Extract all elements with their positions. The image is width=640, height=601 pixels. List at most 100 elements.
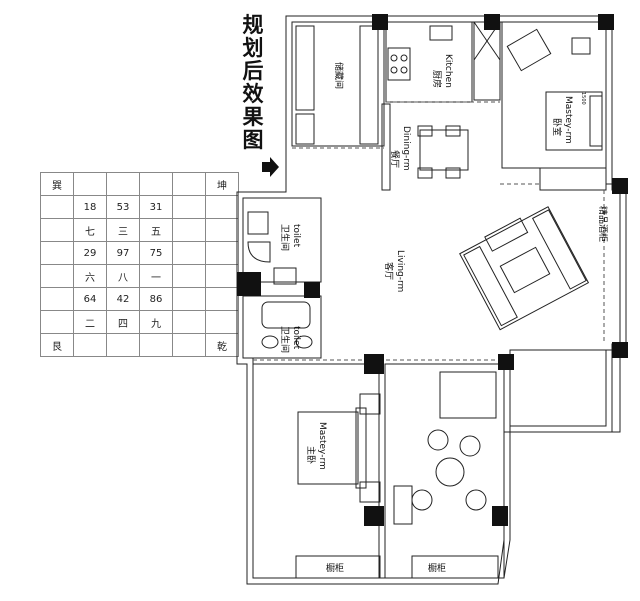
label-dining-en: Dining-rm (401, 126, 411, 171)
study-chair (465, 489, 487, 511)
label-toilet2-en: toilet (291, 326, 301, 350)
dining-partition (381, 103, 391, 191)
grid-cell: 86 (139, 287, 173, 311)
grid-cell (73, 333, 107, 357)
title-char: 效 (242, 82, 264, 106)
label-wine-cabinet: 精品酒柜 (597, 206, 609, 242)
grid-cell: 艮 (40, 333, 74, 357)
fridge-cabinet (473, 21, 501, 101)
title-char: 后 (242, 59, 264, 83)
nightstand (359, 481, 381, 503)
sofa-right (531, 209, 587, 290)
grid-cell: 64 (73, 287, 107, 311)
toilet-upper (242, 197, 322, 283)
study-chair (411, 489, 433, 511)
burner (400, 66, 408, 74)
grid-cell (106, 172, 140, 196)
kitchen-room (385, 21, 473, 103)
piano (393, 485, 413, 525)
grid-row: 二四九 (40, 310, 239, 334)
column (484, 14, 500, 30)
column (612, 342, 628, 358)
bathtub (261, 301, 311, 329)
grid-row: 艮乾 (40, 333, 239, 357)
living-rug (459, 206, 590, 331)
wardrobe-left (295, 555, 381, 579)
storage-shelf-right (359, 25, 379, 145)
toilet-lower (242, 295, 322, 359)
plan-title: 规划后效果图 (240, 14, 266, 152)
entrance-arrow-icon (262, 157, 279, 177)
sofa-left (463, 245, 518, 327)
label-master-cn: 主卧 (305, 446, 317, 464)
washbasin (247, 211, 269, 235)
grid-cell: 四 (106, 310, 140, 334)
study-chair (459, 435, 481, 457)
dining-chair (445, 125, 461, 137)
column (498, 354, 514, 370)
storage-shelf-left (295, 25, 315, 111)
column (598, 14, 614, 30)
burner (390, 66, 398, 74)
grid-cell: 七 (73, 218, 107, 242)
burner (390, 54, 398, 62)
coffee-table (499, 246, 551, 294)
grid-row: 七三五 (40, 218, 239, 242)
label-bedroom-ne-en: Mastey-rm (563, 96, 573, 144)
grid-cell (40, 195, 74, 219)
side-chair (571, 37, 591, 55)
label-kitchen-en: Kitchen (443, 54, 453, 88)
column (364, 354, 384, 374)
label-toilet2-cn: 卫生间 (279, 326, 291, 353)
grid-cell: 坤 (205, 172, 239, 196)
wine-cabinet (539, 167, 607, 191)
grid-cell (139, 333, 173, 357)
dining-chair (417, 167, 433, 179)
wardrobe-right (411, 555, 499, 579)
label-living-cn: 客厅 (383, 262, 395, 280)
sink-counter (273, 267, 297, 285)
grid-cell (40, 310, 74, 334)
column (304, 282, 320, 298)
dining-chair (445, 167, 461, 179)
study-room (384, 363, 505, 579)
label-master-en: Mastey-rm (317, 422, 327, 470)
grid-cell: 二 (73, 310, 107, 334)
label-kitchen-cn: 厨房 (431, 70, 443, 88)
label-bedroom-ne-cn: 卧室 (551, 118, 563, 136)
study-desk (439, 371, 497, 419)
balcony (509, 349, 621, 433)
label-dining-cn: 餐厅 (389, 150, 401, 168)
stove (387, 47, 411, 81)
title-char: 图 (242, 128, 264, 152)
dining-table (419, 129, 469, 171)
columns (237, 14, 628, 526)
grid-cell: 五 (139, 218, 173, 242)
label-living-en: Living-rm (395, 250, 405, 292)
grid-cell (172, 172, 206, 196)
grid-cell (172, 195, 206, 219)
title-char: 规 (242, 13, 264, 37)
dining-chair (417, 125, 433, 137)
grid-cell: 18 (73, 195, 107, 219)
title-char: 划 (242, 36, 264, 60)
lounge-chair (506, 28, 552, 72)
grid-cell (139, 172, 173, 196)
shower-corner (247, 241, 271, 263)
storage-door-panel (295, 113, 315, 145)
grid-cell: 巽 (40, 172, 74, 196)
grid-cell (205, 241, 239, 265)
kitchen-sink (429, 25, 453, 41)
study-chair (427, 429, 449, 451)
master-headboard (355, 407, 367, 489)
grid-row: 巽坤 (40, 172, 239, 196)
column (492, 506, 508, 526)
toilet-bowl (295, 335, 313, 349)
grid-cell (40, 241, 74, 265)
bed-headboard (589, 95, 603, 147)
grid-cell: 八 (106, 264, 140, 288)
